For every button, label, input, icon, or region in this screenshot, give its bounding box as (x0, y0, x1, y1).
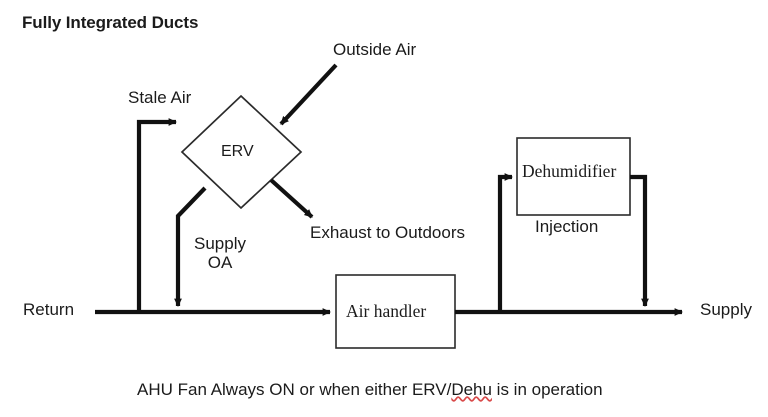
outside-air-label: Outside Air (333, 40, 417, 59)
outside-air-arrow (279, 63, 338, 126)
footer-caption-before: AHU Fan Always ON or when either ERV/ (137, 380, 452, 399)
supply-label: Supply (700, 300, 752, 319)
air-handler-node-shape (335, 274, 456, 349)
exhaust-arrow (269, 178, 314, 219)
exhaust-to-outdoors-label: Exhaust to Outdoors (310, 223, 465, 242)
supply-oa-duct-line (174, 186, 207, 307)
stale-air-label: Stale Air (128, 88, 192, 107)
supply-oa-label-line1: Supply (194, 234, 246, 253)
page-title: Fully Integrated Ducts (22, 13, 199, 32)
erv-node-label: ERV (221, 143, 254, 160)
stale-air-duct-line (136, 118, 177, 312)
dehumidifier-outlet-line (630, 174, 649, 307)
dehumidifier-node-shape (516, 137, 631, 216)
injection-label: Injection (535, 217, 599, 236)
footer-caption-after: is in operation (491, 380, 603, 399)
footer-caption: AHU Fan Always ON or when either ERV/Deh… (137, 380, 603, 400)
return-label: Return (23, 300, 75, 319)
supply-oa-label-line2: OA (207, 252, 233, 272)
erv-node-shape (180, 94, 303, 210)
footer-caption-misspelled: Dehu (451, 380, 492, 399)
dehumidifier-node-label: Dehumidifier (522, 161, 617, 181)
dehumidifier-inlet-line (497, 173, 513, 312)
air-handler-node-label: Air handler (346, 301, 427, 321)
supply-oa-label: Supply OA (188, 234, 252, 272)
